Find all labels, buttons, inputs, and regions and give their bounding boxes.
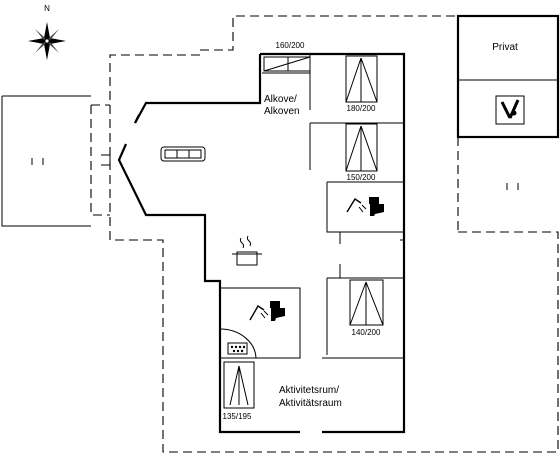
bed-activity-size: 135/195 [223, 412, 252, 421]
bed-activity-icon [223, 361, 255, 409]
alkove-label-1: Alkove/ [264, 94, 297, 105]
activity-label-1: Aktivitetsrum/ [279, 385, 339, 396]
activity-label-2: Aktivitätsraum [279, 398, 342, 409]
bed-top-icon [345, 55, 378, 103]
alkove-bed-icon [263, 56, 311, 72]
alkove-bed-size: 160/200 [276, 41, 305, 50]
bed-middle-size: 150/200 [347, 173, 376, 182]
bed-lower-size: 140/200 [352, 328, 381, 337]
bed-top-size: 180/200 [347, 104, 376, 113]
shower-toilet-icon-lower [249, 301, 285, 321]
terrace-outline-main [109, 15, 559, 453]
tools-icon [495, 95, 525, 125]
alkove-label-2: Alkoven [264, 106, 300, 117]
bed-lower-icon [349, 279, 384, 326]
sofa-icon [160, 146, 206, 162]
cooking-pot-icon [232, 235, 262, 266]
shower-toilet-icon [346, 197, 384, 216]
house-wall-small [134, 114, 140, 124]
interior-walls [220, 54, 405, 359]
privat-room [456, 14, 560, 139]
west-annex-wall [1, 95, 91, 227]
privat-label: Privat [492, 42, 518, 53]
sauna-icon [219, 328, 257, 359]
bed-middle-icon [345, 123, 378, 172]
compass-north-label: N [44, 4, 50, 13]
door-mark-west [101, 154, 111, 166]
compass-rose-icon [28, 22, 66, 60]
terrace-outline-west [90, 105, 110, 216]
house-wall-main [117, 52, 406, 434]
